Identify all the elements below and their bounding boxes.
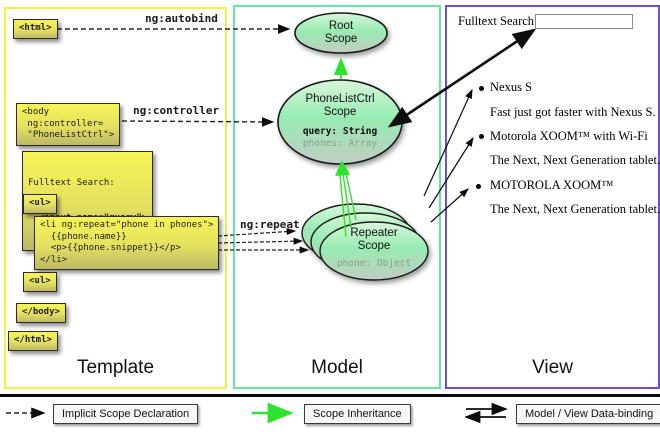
legend-scope-inheritance: Scope Inheritance [304,404,411,424]
phonelistctrl-scope-label: PhoneListCtrl Scope [305,93,375,118]
bullet-icon [479,134,484,139]
ng-autobind-label: ng:autobind [145,12,218,25]
bullet-icon [479,86,484,91]
code-ul-open: <ul> [23,194,57,214]
model-column-label: Model [311,357,363,378]
code-li-repeat: <li ng:repeat="phone in phones"> {{phone… [34,216,220,270]
repeater-phone-prop: phone: Object [336,258,412,269]
fulltext-search-input[interactable] [535,14,633,29]
legend-double-arrow-icon [464,402,508,424]
model-column [233,5,441,389]
code-fulltext-label: Fulltext Search: [28,178,115,188]
code-body-open: <body ng:controller= "PhoneListCtrl"> [16,103,121,146]
legend-separator-line [0,394,660,397]
code-body-close: </body> [16,303,66,323]
code-html-open: <html> [13,19,58,39]
legend-model-view-data-binding: Model / View Data-binding [516,404,660,424]
bullet-icon [476,184,481,189]
code-ul-close: <ul> [23,272,57,292]
phonelist-phones-prop: phones: Array [302,138,378,149]
view-item-title: Motorola XOOM™ with Wi-Fi [490,129,648,143]
template-column-label: Template [76,357,155,378]
view-item-title: MOTOROLA XOOM™ [490,178,614,192]
view-column [445,5,660,389]
view-column-label: View [532,357,573,378]
view-item-desc: The Next, Next Generation tablet. [490,202,660,216]
repeater-scope-label: Repeater Scope [350,227,398,252]
view-fulltext-search-label: Fulltext Search: [458,14,538,28]
ng-repeat-label: ng:repeat [240,218,300,231]
view-item-title: Nexus S [490,80,533,94]
view-item-desc: Fast just got faster with Nexus S. [490,105,656,119]
ng-controller-label: ng:controller [133,104,220,117]
view-item-desc: The Next, Next Generation tablet. [490,153,660,167]
phonelist-query-prop: query: String [302,126,378,137]
code-html-close: </html> [8,331,58,351]
root-scope-label: Root Scope [324,20,358,45]
legend-implicit-scope-declaration: Implicit Scope Declaration [53,404,199,424]
